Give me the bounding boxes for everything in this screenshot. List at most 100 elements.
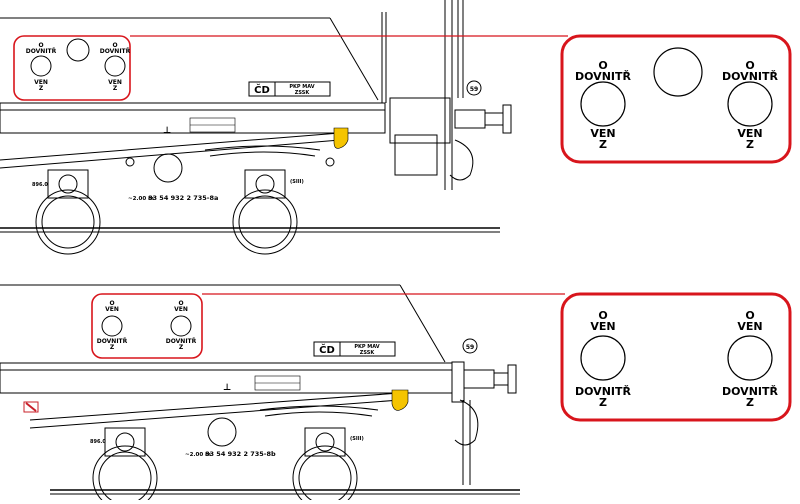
bottom-zoom-right-circle <box>727 335 773 381</box>
bottom-right-code: (SIII) <box>350 436 364 442</box>
top-zoom-right-l2: DOVNITŘ <box>722 70 779 83</box>
bottom-owner-codes-2: ZSSK <box>360 350 376 356</box>
bottom-wheel-1 <box>92 445 158 504</box>
bottom-buffer-plate <box>507 364 517 394</box>
top-small-panel <box>13 35 131 101</box>
top-step-box <box>394 134 438 176</box>
top-wagon <box>0 0 512 255</box>
top-axlebox-1 <box>47 169 89 199</box>
top-zoom-left-l2: DOVNITŘ <box>575 70 632 83</box>
top-zoom-left-b2: Z <box>599 138 607 151</box>
bottom-small-right-circle <box>170 315 192 337</box>
bottom-roof-slope <box>399 284 446 363</box>
bottom-zoom-panel <box>560 292 792 422</box>
bottom-buffer-housing <box>463 369 495 389</box>
top-zoom-right-b2: Z <box>746 138 754 151</box>
bottom-underframe <box>29 392 401 421</box>
bottom-small-left-l1: O <box>109 300 114 307</box>
top-zoom-left-b1: VEN <box>590 127 615 140</box>
top-owner-mark: ČD <box>254 83 270 96</box>
top-small-left-l1: O <box>38 42 43 49</box>
bottom-axlebox-2 <box>304 427 346 457</box>
top-min-radius: ~2.00 m <box>128 196 154 202</box>
top-zoom-right-circle <box>727 81 773 127</box>
top-zoom-right-l1: O <box>745 59 754 72</box>
bottom-yellow-coupler <box>391 389 409 411</box>
top-speed-circle <box>466 80 482 96</box>
bottom-earth-symbol: ⊥ <box>223 383 231 393</box>
bottom-hook <box>454 399 479 446</box>
top-yellow-coupler <box>333 127 349 149</box>
top-small-left-l2: DOVNITŘ <box>26 48 57 55</box>
top-right-code: (SIII) <box>290 179 304 185</box>
bottom-small-right-b2: Z <box>179 344 184 351</box>
top-zoom-panel <box>560 34 792 164</box>
top-small-right-b1: VEN <box>108 79 122 86</box>
top-small-right-l1: O <box>112 42 117 49</box>
top-owner-codes-1: PKP MAV <box>289 84 314 90</box>
bottom-zoom-right-l1: O <box>745 309 754 322</box>
top-earth-symbol: ⊥ <box>163 126 171 136</box>
bottom-small-left-l2: VEN <box>105 306 119 313</box>
top-owner-codes-2: ZSSK <box>295 90 311 96</box>
bottom-zoom-right-b2: Z <box>746 396 754 409</box>
top-small-right-b2: Z <box>113 85 118 92</box>
bottom-owner-mark: ČD <box>319 343 335 356</box>
bottom-zoom-right-l2: VEN <box>737 320 762 333</box>
top-small-center-circle <box>66 38 90 62</box>
top-small-left-circle <box>30 55 52 77</box>
bottom-zoom-left-circle <box>580 335 626 381</box>
top-tank <box>153 153 183 183</box>
bottom-buffer-beam <box>451 361 465 403</box>
bottom-small-left-b2: Z <box>110 344 115 351</box>
top-small-left-b2: Z <box>39 85 44 92</box>
bottom-zoom-left-l2: VEN <box>590 320 615 333</box>
top-frame <box>0 102 386 134</box>
top-owner-codes-box <box>274 81 331 97</box>
top-small-right-circle <box>104 55 126 77</box>
bottom-wheel-2 <box>292 445 358 504</box>
bottom-tank <box>207 417 237 447</box>
top-small-left-b1: VEN <box>34 79 48 86</box>
top-buffer-beam <box>389 97 451 144</box>
top-hook <box>449 139 474 181</box>
bottom-speed-text: 59 <box>466 344 474 351</box>
top-roof-slope <box>329 17 379 101</box>
top-buffer-plate <box>502 104 512 134</box>
bottom-wagon <box>0 284 520 504</box>
top-zoom-center-circle <box>653 47 703 97</box>
bottom-leaf-spring <box>259 405 379 411</box>
bottom-small-right-b1: DOVNITŘ <box>166 338 197 345</box>
bottom-zoom-right-b1: DOVNITŘ <box>722 385 779 398</box>
top-wheel-2 <box>232 189 298 255</box>
bottom-owner-codes-1: PKP MAV <box>354 344 379 350</box>
bottom-small-right-l1: O <box>178 300 183 307</box>
bottom-axlebox-1 <box>104 427 146 457</box>
top-leaf-spring <box>204 145 321 151</box>
top-zoom-left-circle <box>580 81 626 127</box>
bottom-left-code: 896.0 <box>90 439 106 445</box>
bottom-speed-circle <box>462 338 478 354</box>
bottom-owner-codes-box <box>339 341 396 357</box>
bottom-small-panel <box>91 293 203 359</box>
top-axlebox-2 <box>244 169 286 199</box>
bottom-zoom-left-b1: DOVNITŘ <box>575 385 632 398</box>
bottom-zoom-left-l1: O <box>598 309 607 322</box>
bottom-min-radius: ~2.00 m <box>185 452 211 458</box>
top-underframe <box>0 132 341 161</box>
bottom-small-left-b1: DOVNITŘ <box>97 338 128 345</box>
top-wheel-1 <box>35 189 101 255</box>
top-buffer-housing <box>454 109 486 129</box>
top-zoom-left-l1: O <box>598 59 607 72</box>
top-left-code: 896.0 <box>32 182 48 188</box>
top-zoom-right-b1: VEN <box>737 127 762 140</box>
bottom-small-right-l2: VEN <box>174 306 188 313</box>
bottom-wagon-number: 83 54 932 2 735-8b <box>205 450 276 458</box>
top-wagon-number: 83 54 932 2 735-8a <box>148 194 218 202</box>
top-speed-text: 59 <box>470 86 478 93</box>
top-small-right-l2: DOVNITŘ <box>100 48 131 55</box>
bottom-zoom-left-b2: Z <box>599 396 607 409</box>
bottom-small-left-circle <box>101 315 123 337</box>
